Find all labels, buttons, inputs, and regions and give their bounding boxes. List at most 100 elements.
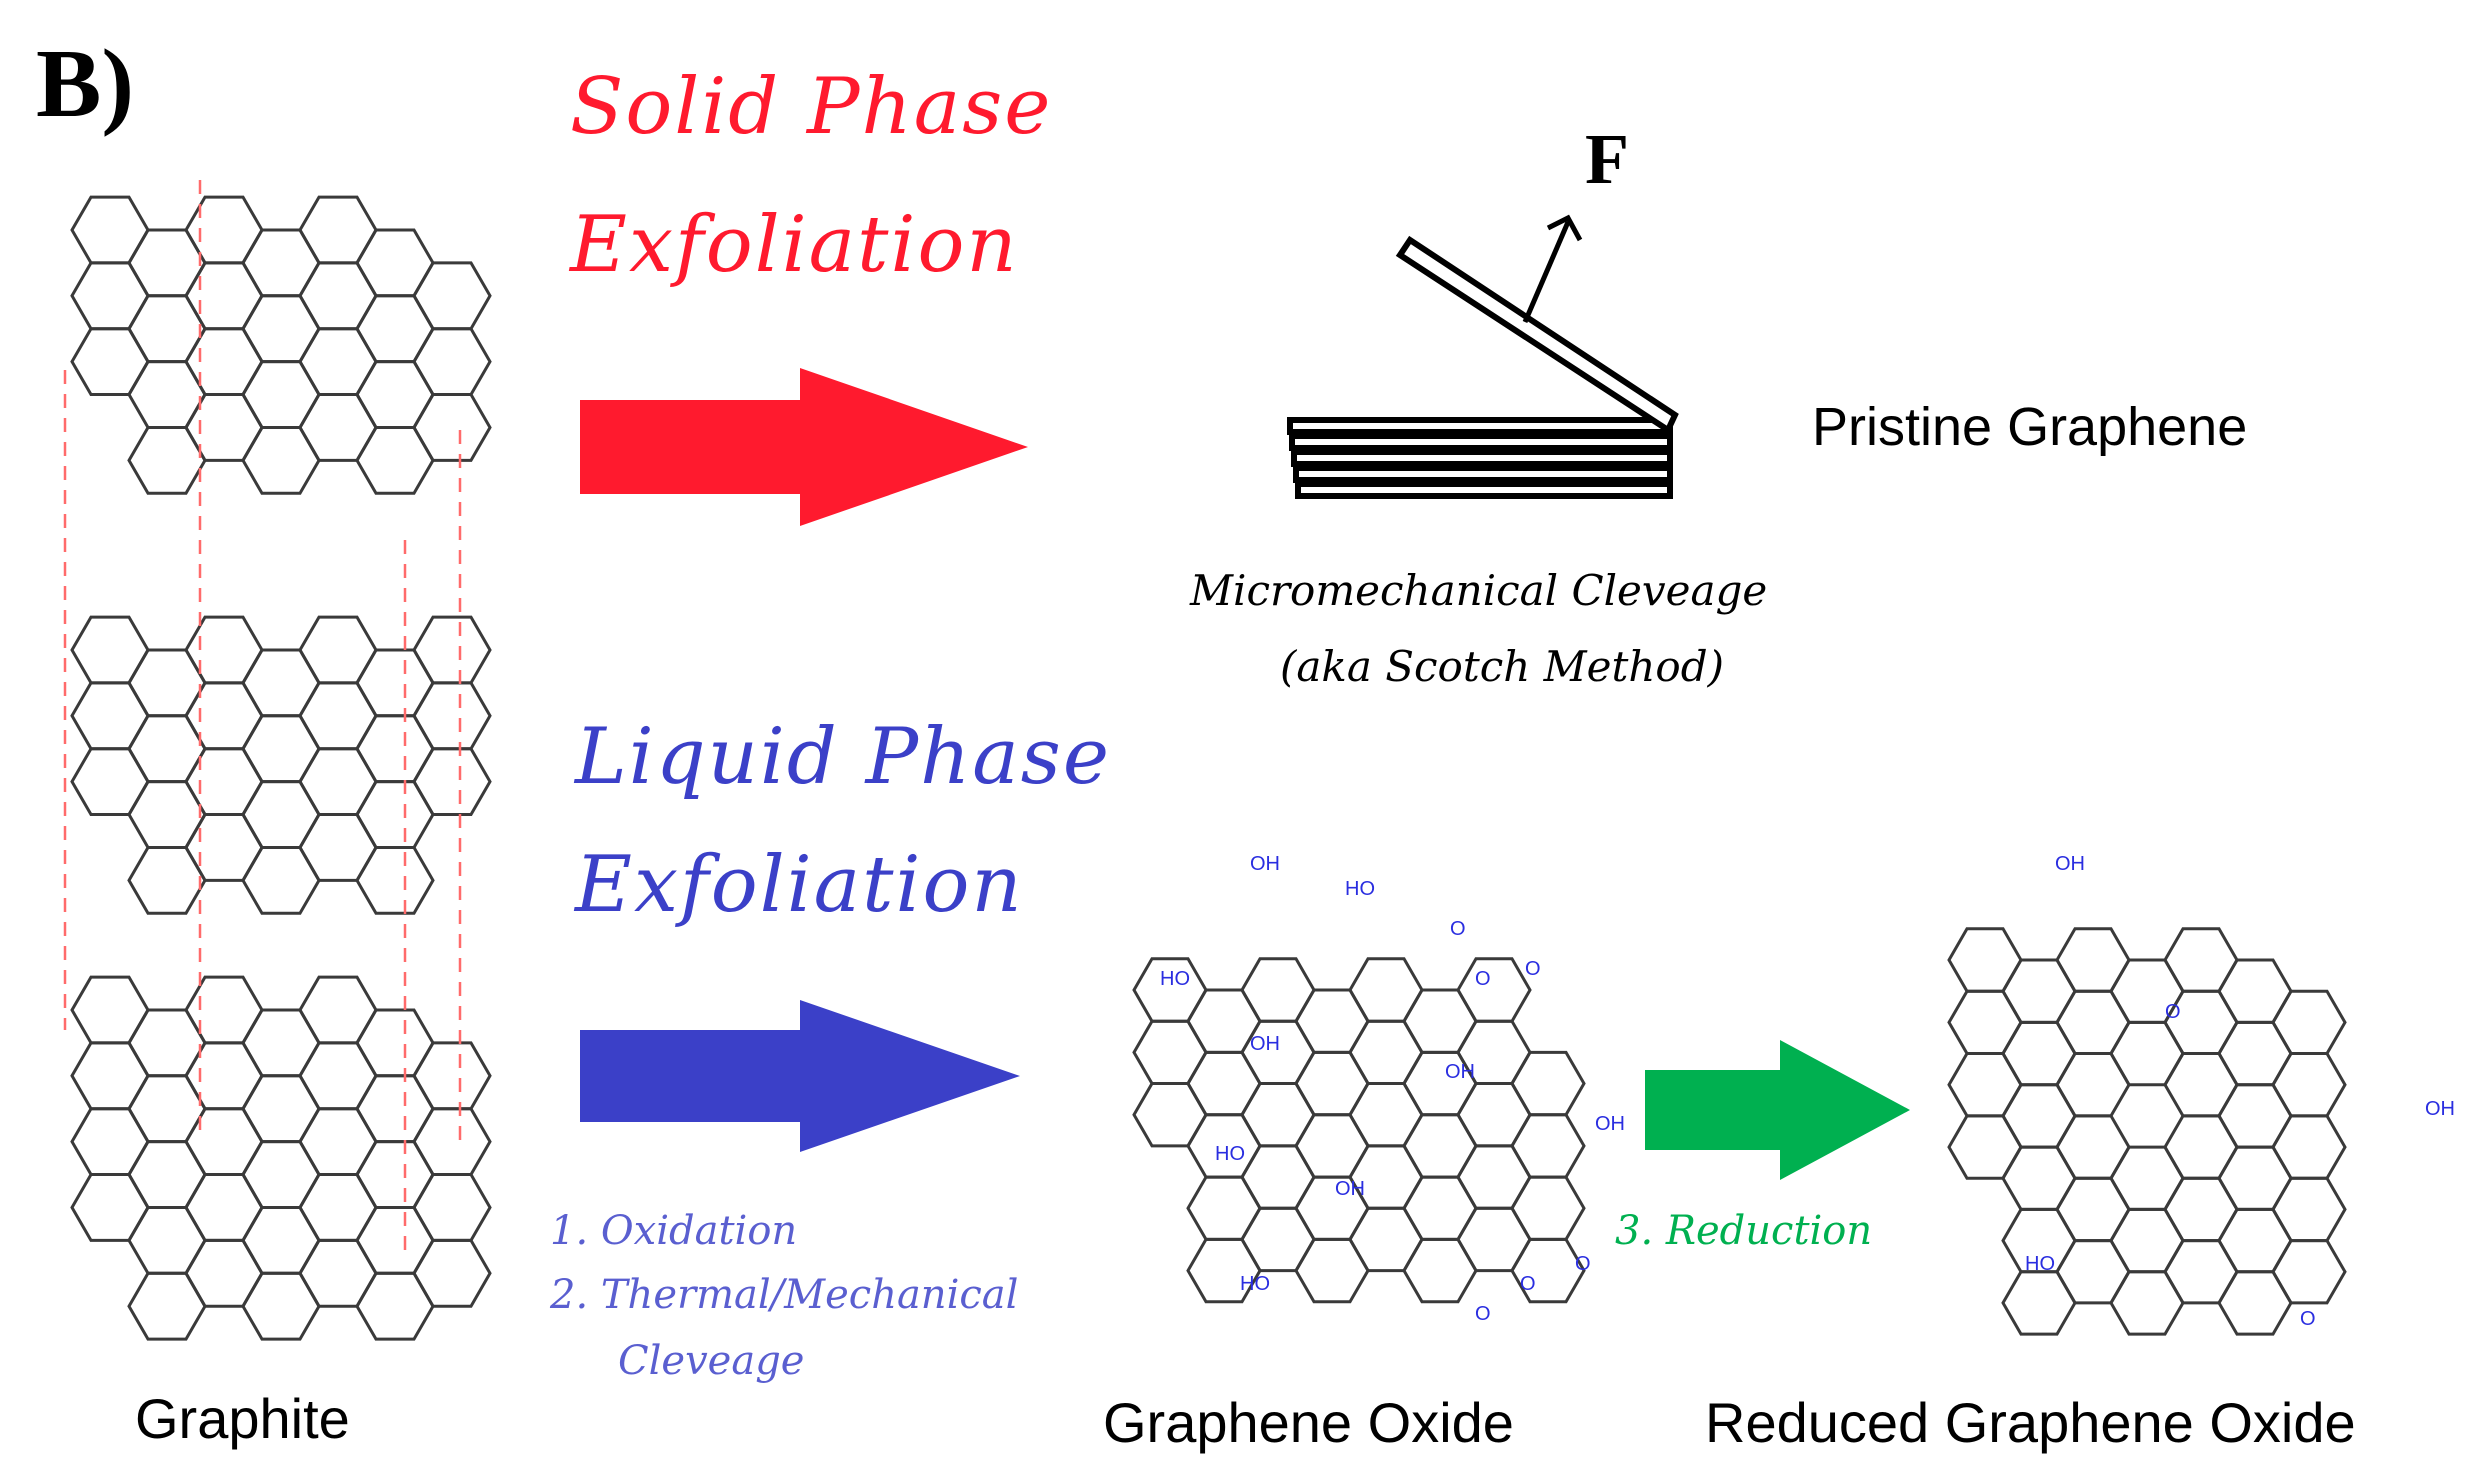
reduced-graphene-oxide-structure — [1947, 927, 2347, 1336]
hexagon-ring — [127, 1140, 207, 1209]
functional-group-label: HO — [1160, 968, 1190, 990]
step-cleavage-cont: Cleveage — [618, 1338, 805, 1384]
hexagon-ring — [70, 1041, 150, 1111]
hexagon-ring — [70, 747, 150, 816]
hexagon-ring — [1186, 1175, 1262, 1241]
hexagon-ring — [2109, 1270, 2185, 1336]
hexagon-ring — [241, 1008, 321, 1078]
hexagon-ring — [298, 195, 378, 265]
hexagon-ring — [1294, 1113, 1370, 1179]
hexagon-ring — [1402, 1113, 1478, 1179]
hexagon-ring — [1294, 1237, 1370, 1304]
hexagon-ring — [1240, 1144, 1316, 1210]
hexagon-ring — [1348, 1206, 1424, 1273]
hexagon-ring — [241, 228, 321, 298]
functional-group-label: O — [2165, 1001, 2181, 1023]
functional-group-label: HO — [1345, 878, 1375, 900]
hexagon-ring — [298, 681, 378, 751]
hexagon-ring — [70, 1107, 150, 1176]
hexagon-ring — [355, 1074, 435, 1144]
hexagon-ring — [1947, 1114, 2023, 1180]
method-line2: (aka Scotch Method) — [1280, 642, 1724, 691]
hexagon-ring — [184, 261, 264, 331]
graphite-stack — [70, 195, 492, 1341]
hexagon-ring — [184, 681, 264, 751]
hexagon-ring — [2001, 1270, 2077, 1336]
hexagon-ring — [1456, 1082, 1532, 1148]
hexagon-ring — [298, 1173, 378, 1242]
hexagon-ring — [2217, 1270, 2293, 1336]
functional-group-label: OH — [1250, 853, 1280, 875]
liquid-phase-arrow — [580, 1000, 1020, 1152]
hexagon-ring — [184, 327, 264, 396]
hexagon-ring — [2163, 1052, 2239, 1118]
hexagon-ring — [298, 261, 378, 331]
hexagon-ring — [2109, 1020, 2185, 1087]
hexagon-ring — [127, 846, 207, 915]
hexagon-ring — [70, 615, 150, 685]
functional-group-label: OH — [1250, 1033, 1280, 1055]
hexagon-ring — [2055, 1114, 2131, 1180]
step-reduction: 3. Reduction — [1615, 1208, 1873, 1254]
hexagon-ring — [2163, 1176, 2239, 1243]
hexagon-ring — [1402, 1175, 1478, 1241]
hexagon-ring — [2001, 1020, 2077, 1087]
hexagon-ring — [2109, 1207, 2185, 1274]
hexagon-ring — [1240, 957, 1316, 1023]
functional-group-label: HO — [1240, 1273, 1270, 1295]
hexagon-ring — [355, 294, 435, 364]
force-label: F — [1585, 119, 1629, 199]
hexagon-ring — [298, 393, 378, 462]
functional-group-label: O — [1475, 968, 1491, 990]
hexagon-ring — [184, 615, 264, 685]
pristine-graphene-label: Pristine Graphene — [1812, 397, 2248, 457]
hexagon-ring — [184, 393, 264, 462]
hexagon-ring — [412, 1238, 492, 1308]
graphite-caption: Graphite — [135, 1387, 350, 1450]
hexagon-ring — [355, 846, 435, 915]
hexagon-ring — [1947, 989, 2023, 1055]
hexagon-ring — [184, 1107, 264, 1176]
hexagon-ring — [2055, 927, 2131, 993]
force-arrow — [1522, 214, 1583, 323]
hexagon-ring — [355, 228, 435, 298]
hexagon-ring — [298, 1107, 378, 1176]
panel-label: B) — [36, 30, 134, 138]
functional-group-label: HO — [2025, 1253, 2055, 1275]
interlayer-guide-lines — [63, 180, 462, 1260]
hexagon-ring — [298, 615, 378, 685]
hexagon-ring — [2163, 1114, 2239, 1180]
hexagon-ring — [298, 747, 378, 816]
functional-group-label: O — [1520, 1273, 1536, 1295]
hexagon-ring — [2001, 1083, 2077, 1149]
hexagon-ring — [241, 1206, 321, 1275]
hexagon-ring — [355, 1140, 435, 1209]
hexagon-ring — [184, 1041, 264, 1111]
hexagon-ring — [1348, 1082, 1424, 1148]
hexagon-ring — [70, 681, 150, 751]
hexagon-ring — [1947, 1052, 2023, 1118]
hexagon-ring — [2217, 1020, 2293, 1087]
hexagon-ring — [355, 360, 435, 429]
hexagon-ring — [184, 195, 264, 265]
hexagon-ring — [127, 1008, 207, 1078]
hexagon-ring — [127, 648, 207, 718]
hexagon-ring — [412, 393, 492, 462]
hexagon-ring — [1132, 1019, 1208, 1085]
hexagon-ring — [298, 1041, 378, 1111]
functional-group-label: O — [1525, 958, 1541, 980]
hexagon-ring — [241, 780, 321, 849]
functional-group-label: OH — [1595, 1113, 1625, 1135]
hexagon-ring — [2217, 958, 2293, 1024]
hexagon-ring — [1510, 1237, 1586, 1304]
hexagon-ring — [2271, 1176, 2347, 1243]
hexagon-ring — [1186, 1050, 1262, 1117]
hexagon-ring — [70, 975, 150, 1045]
hexagon-ring — [2271, 1239, 2347, 1305]
hexagon-ring — [1348, 957, 1424, 1023]
hexagon-ring — [2271, 1114, 2347, 1180]
hexagon-ring — [1510, 1050, 1586, 1117]
hexagon-ring — [127, 714, 207, 784]
hexagon-ring — [127, 1206, 207, 1275]
